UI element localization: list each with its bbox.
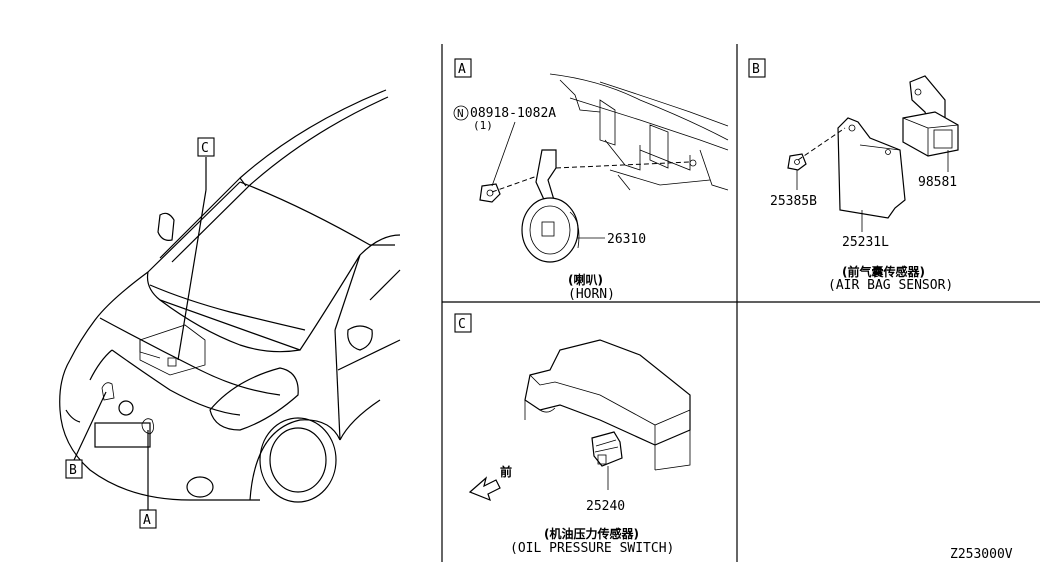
callout-c-label: C <box>201 141 209 156</box>
panel-grid <box>441 44 1040 562</box>
callout-a-label: A <box>143 513 151 528</box>
caption-en-b: (AIR BAG SENSOR) <box>828 278 953 293</box>
panel-c-letter: C <box>458 317 466 332</box>
caption-en-c: (OIL PRESSURE SWITCH) <box>510 541 674 556</box>
part-bracket-b: 25231L <box>842 235 889 250</box>
car-callout-b: B <box>65 391 107 479</box>
part-sensor-b: 98581 <box>918 175 957 190</box>
part-nut-qty-a: (1) <box>473 119 493 132</box>
panel-b: B 25385B 98581 25231L (前气囊传感器) (AIR BAG … <box>748 58 959 293</box>
callout-b-label: B <box>69 463 77 478</box>
nut-prefix: N <box>457 107 464 120</box>
panel-a-letter: A <box>458 62 466 77</box>
caption-cn-c: (机油压力传感器) <box>544 526 639 541</box>
part-switch-c: 25240 <box>586 499 625 514</box>
part-nut-code-a: 08918-1082A <box>470 106 556 121</box>
caption-cn-a: (喇叭) <box>568 272 603 287</box>
car-illustration <box>59 89 401 503</box>
panel-b-letter: B <box>752 62 760 77</box>
front-label: 前 <box>500 464 512 479</box>
figure-code: Z253000V <box>950 547 1013 562</box>
caption-cn-b: (前气囊传感器) <box>842 264 925 279</box>
part-nut-b: 25385B <box>770 194 817 209</box>
part-horn: 26310 <box>607 232 646 247</box>
panel-a: A N 08918-1082A (1) 26310 <box>453 58 729 302</box>
car-callout-c: C <box>177 137 215 361</box>
caption-en-a: (HORN) <box>568 287 615 302</box>
panel-c: C 前 25240 (机油压力传感器) (OIL PRESSURE SWITCH… <box>454 313 691 556</box>
car-callout-a: A <box>139 430 157 529</box>
